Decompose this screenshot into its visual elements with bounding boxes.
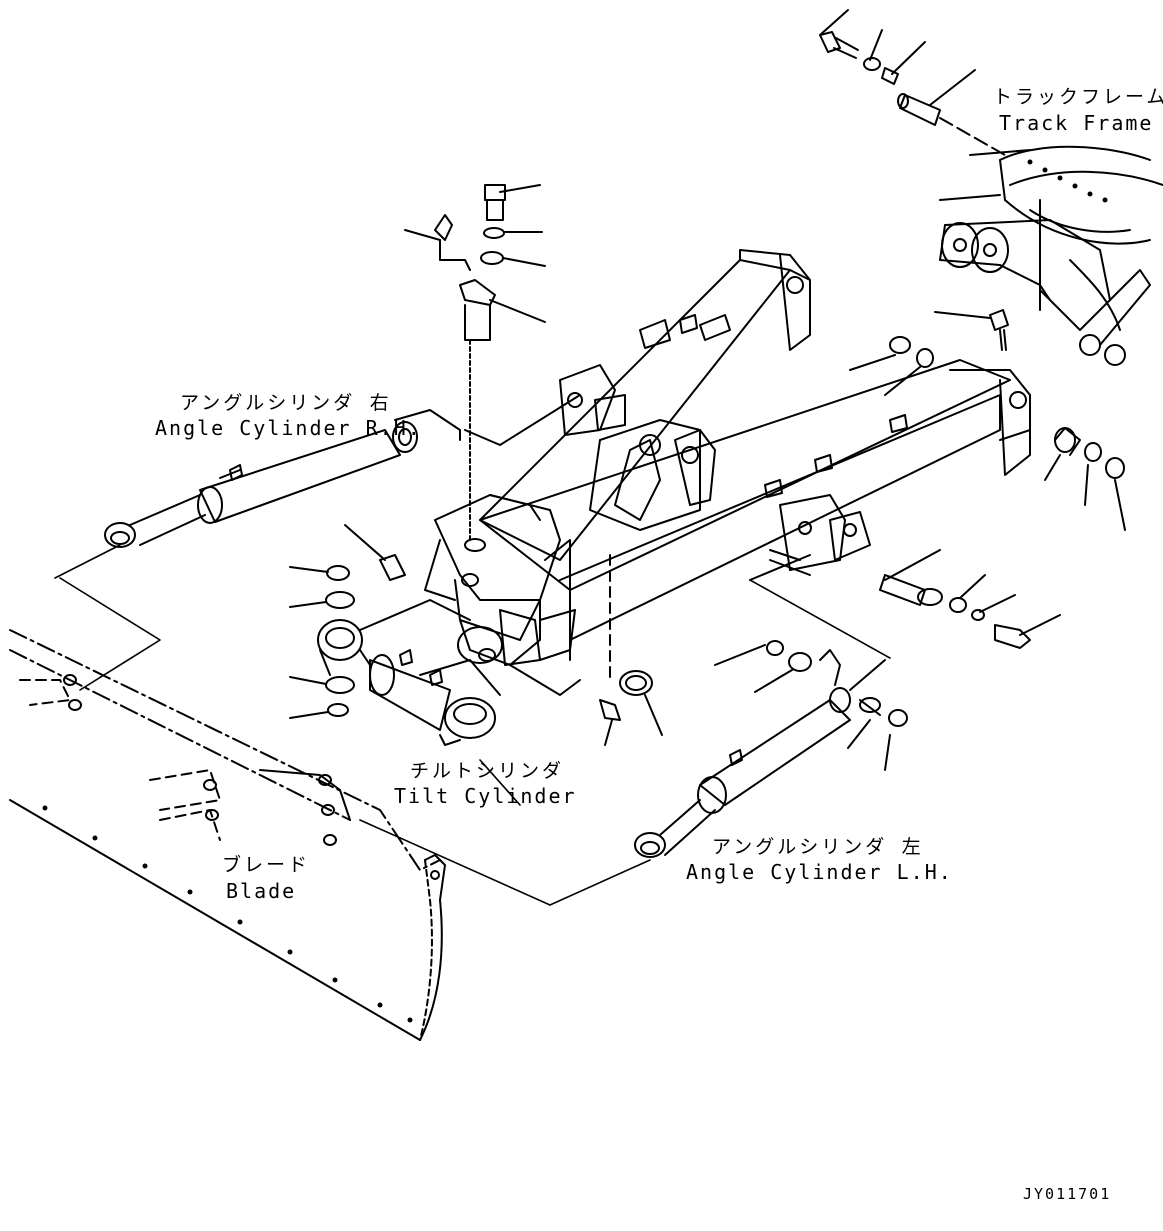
angle-cylinder-lh-label-en: Angle Cylinder L.H. xyxy=(686,860,953,884)
angle-cylinder-rh xyxy=(104,394,581,548)
rh-pin-hardware xyxy=(849,336,1126,531)
track-frame xyxy=(939,145,1163,366)
blade-label-en: Blade xyxy=(226,879,297,903)
grease-fittings xyxy=(344,309,1009,746)
a-frame xyxy=(424,249,1031,696)
angle-cylinder-rh-label-jp: アングルシリンダ 右 xyxy=(180,392,392,414)
track-frame-label-jp: トラックフレーム xyxy=(993,86,1163,108)
angle-cylinder-lh-label-jp: アングルシリンダ 左 xyxy=(712,836,924,858)
blade xyxy=(9,629,446,1041)
center-pin-assembly xyxy=(404,184,546,541)
tilt-cylinder xyxy=(289,565,501,746)
angle-cylinder-lh xyxy=(634,649,908,858)
lh-pin-hardware xyxy=(619,549,1061,736)
tilt-cylinder-label-en: Tilt Cylinder xyxy=(394,784,577,808)
leader-lines xyxy=(54,544,891,906)
blade-label-jp: ブレード xyxy=(222,854,311,876)
tilt-cylinder-label-jp: チルトシリンダ xyxy=(410,760,565,782)
frame-mount-hardware xyxy=(819,9,1006,156)
track-frame-label-en: Track Frame xyxy=(999,111,1154,135)
drawing-code: JY011701 xyxy=(1023,1185,1112,1203)
angle-cylinder-rh-label-en: Angle Cylinder R.H. xyxy=(155,416,422,440)
